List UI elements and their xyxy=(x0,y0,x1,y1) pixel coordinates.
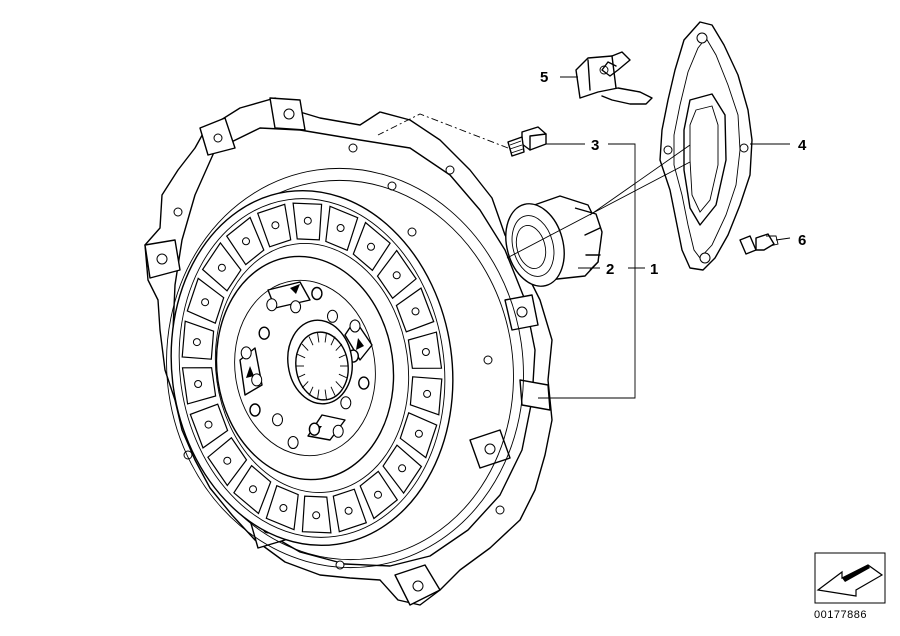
pad-rivet xyxy=(344,506,353,515)
hub-rivet xyxy=(311,286,323,301)
pad-rivet xyxy=(192,338,201,347)
hub-rivet xyxy=(240,346,252,360)
spline-tooth xyxy=(335,381,343,389)
hub-rivet xyxy=(340,396,352,410)
hex-bolt xyxy=(507,126,547,157)
spline-tooth xyxy=(330,336,336,346)
pad-rivet xyxy=(201,298,210,307)
pad-rivet xyxy=(223,456,232,465)
spline-tooth xyxy=(297,353,306,359)
pad-rivet xyxy=(392,271,401,280)
callout-5: 5 xyxy=(540,69,548,86)
hub-rivets xyxy=(240,286,370,449)
spline-tooth xyxy=(301,381,309,389)
pad-rivet xyxy=(312,511,321,520)
pad-rivet xyxy=(398,464,407,473)
spring-clip xyxy=(575,51,653,105)
hub-rivet xyxy=(272,413,283,427)
spline-tooth xyxy=(317,332,320,343)
spline-tooth xyxy=(297,373,306,379)
spline-tooth xyxy=(324,332,327,343)
callout-4: 4 xyxy=(798,137,807,154)
hub-rivet xyxy=(287,436,299,449)
pad-rivet xyxy=(336,224,345,232)
leader-lines xyxy=(377,76,791,399)
document-number: 00177886 xyxy=(814,609,867,621)
hub-rivet xyxy=(308,422,321,436)
spline-tooth xyxy=(301,343,309,351)
callout-labels: 5 3 4 6 2 1 xyxy=(540,69,807,278)
hub-rivet xyxy=(327,309,338,323)
hub-rivet xyxy=(266,298,278,312)
pad-rivet xyxy=(279,504,288,512)
pad-rivet xyxy=(217,263,226,272)
pad-rivet xyxy=(374,490,382,499)
pad-rivet xyxy=(204,420,213,429)
hub-rivet xyxy=(290,300,302,314)
hub-rivet xyxy=(251,373,263,387)
pad-rivet xyxy=(271,221,280,230)
spline-tooth xyxy=(330,386,336,396)
spline-tooth xyxy=(317,389,320,400)
clutch-disc xyxy=(170,189,454,547)
spline-tooth xyxy=(338,353,347,359)
drawing-reference-arrow-icon xyxy=(814,552,886,604)
pad-rivet xyxy=(249,485,257,494)
pad-rivet xyxy=(194,380,203,388)
pad-rivet xyxy=(367,242,375,251)
hub-rivet xyxy=(358,376,370,390)
pad-rivet xyxy=(411,307,420,316)
spline-tooth xyxy=(308,336,314,346)
pad-rivet xyxy=(303,216,312,225)
release-bearing xyxy=(505,195,603,287)
friction-pads xyxy=(181,202,443,534)
guide-stud xyxy=(739,233,779,255)
spline-tooth xyxy=(308,386,314,396)
hub-rivet xyxy=(349,319,361,333)
spline-teeth xyxy=(296,332,348,400)
hub-rivet xyxy=(332,424,344,438)
spline-tooth xyxy=(324,389,327,400)
callout-1: 1 xyxy=(650,261,658,278)
callout-2: 2 xyxy=(606,261,614,278)
spline-tooth xyxy=(335,343,343,351)
hub-rivet xyxy=(258,326,270,340)
pad-rivet xyxy=(421,348,430,356)
callout-6: 6 xyxy=(798,232,806,249)
pad-rivet xyxy=(423,389,432,398)
spline-tooth xyxy=(338,373,347,379)
pad-rivet xyxy=(414,429,423,438)
hub-rivet xyxy=(249,403,261,417)
callout-3: 3 xyxy=(591,137,599,154)
release-lever xyxy=(659,21,753,271)
pad-rivet xyxy=(242,237,250,246)
